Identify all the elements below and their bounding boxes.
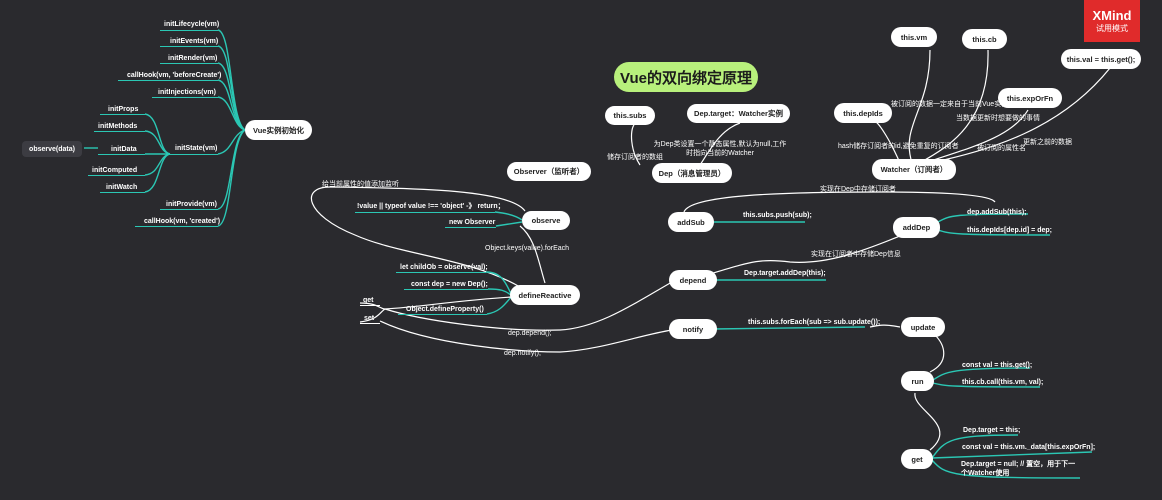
init-provide-underline [160,209,218,211]
watcher-branches [875,49,1111,479]
child-ob-underline [396,272,486,274]
this-cb-node[interactable]: this.cb [962,29,1007,49]
notify-node[interactable]: notify [669,319,717,339]
init-props-underline [100,114,145,116]
observe-check-label[interactable]: !value || typeof value !== 'object' -》 r… [357,203,505,210]
vue-init-node[interactable]: Vue实例初始化 [245,120,312,140]
foreach-label: Object.keys(value).forEach [485,245,570,252]
get-reset-label[interactable]: Dep.target = null; // 置空，用于下一个Watcher使用 [961,461,1076,477]
init-watch-label[interactable]: initWatch [106,184,138,191]
init-branches [84,29,246,227]
dep-depend-label: dep.depend(); [508,330,552,337]
init-injections-label[interactable]: initInjections(vm) [158,89,216,96]
init-computed-label[interactable]: initComputed [92,167,138,174]
init-injections-underline [152,97,218,99]
init-data-underline [98,154,145,156]
foreach-update-label[interactable]: this.subs.forEach(sub => sub.update()); [748,319,881,326]
add-dep-node[interactable]: addDep [893,217,940,238]
init-watch-underline [100,192,145,194]
init-lifecycle-underline [160,30,218,32]
observe-note-label: 给当前属性的值添加监听 [322,181,399,188]
define-reactive-node[interactable]: defineReactive [510,285,580,305]
define-property-label[interactable]: Object.defineProperty() [406,306,484,313]
depids-note-label: hash储存订阅者的id,避免重复的订阅者 [838,143,959,150]
subs-note-label: 储存订阅者的数组 [607,154,663,161]
get-target-label[interactable]: Dep.target = this; [963,427,1021,434]
init-state-underline [170,154,218,156]
xmind-brand-badge[interactable]: XMind 试用模式 [1084,0,1140,42]
new-observer-label[interactable]: new Observer [449,219,496,226]
init-computed-underline [88,175,145,177]
define-property-underline [398,314,487,316]
observe-check-underline [355,212,495,214]
init-methods-label[interactable]: initMethods [98,123,138,130]
setter-label[interactable]: set [364,315,375,322]
init-lifecycle-label[interactable]: initLifecycle(vm) [164,21,220,28]
run-val-label[interactable]: const val = this.get(); [962,362,1033,369]
val-note-label: 更新之前的数据 [1023,139,1072,146]
run-cb-label[interactable]: this.cb.call(this.vm, val); [962,379,1044,386]
push-sub-label[interactable]: this.subs.push(sub); [743,212,812,219]
init-provide-label[interactable]: initProvide(vm) [166,201,217,208]
new-observer-underline [445,227,496,229]
this-vm-node[interactable]: this.vm [891,27,937,47]
getter-underline [360,305,380,307]
dep-branches [630,122,996,330]
callhook-beforecreate-underline [118,80,218,82]
depend-node[interactable]: depend [669,270,717,290]
observe-node[interactable]: observe [522,211,570,230]
init-render-underline [160,63,218,65]
brand-name: XMind [1092,8,1132,23]
store-watcher-note-label: 实现在Dep中存储订阅者 [820,186,896,193]
child-ob-label[interactable]: let childOb = observe(val); [400,264,488,271]
dep-node[interactable]: Dep（消息管理员） [652,163,732,183]
target-add-dep-label[interactable]: Dep.target.addDep(this); [744,270,826,277]
init-state-label[interactable]: initState(vm) [175,145,218,152]
brand-trial-label: 试用模式 [1096,24,1128,33]
update-node[interactable]: update [901,317,945,337]
this-depids-node[interactable]: this.depIds [834,103,892,123]
callhook-beforecreate-label[interactable]: callHook(vm, 'beforeCreate') [127,72,222,79]
observer-node[interactable]: Observer（监听者） [507,162,591,181]
target-note-label: 为Dep类设置一个静态属性,默认为null,工作时指向当前的Watcher [653,141,787,157]
this-subs-node[interactable]: this.subs [605,106,655,125]
init-render-label[interactable]: initRender(vm) [168,55,218,62]
observer-branches [311,186,673,353]
setter-underline [360,323,380,325]
run-node[interactable]: run [901,371,934,391]
cb-note-label: 当数据更新时想要做的事情 [956,115,1040,122]
exporfn-note-label: 被订阅的属性名 [977,145,1026,152]
const-dep-label[interactable]: const dep = new Dep(); [411,281,488,288]
watcher-node[interactable]: Watcher（订阅者） [872,159,956,180]
this-val-node[interactable]: this.val = this.get(); [1061,49,1141,69]
diagram-title[interactable]: Vue的双向绑定原理 [614,62,758,92]
get-val-label[interactable]: const val = this.vm._data[this.expOrFn]; [962,444,1096,451]
dep-notify-label: dep.notify(); [504,350,541,357]
callhook-created-label[interactable]: callHook(vm, 'created') [144,218,221,225]
add-sub-node[interactable]: addSub [668,212,714,232]
const-dep-underline [404,289,488,291]
init-events-underline [160,46,218,48]
getter-label[interactable]: get [363,297,374,304]
this-exporfn-node[interactable]: this.expOrFn [998,88,1062,108]
vm-note-label: 被订阅的数据一定来自于当前Vue实例 [891,101,1009,108]
init-props-label[interactable]: initProps [108,106,139,113]
observe-data-node[interactable]: observe(data) [22,141,82,157]
init-methods-underline [94,131,145,133]
get-node[interactable]: get [901,449,933,469]
init-events-label[interactable]: initEvents(vm) [170,38,219,45]
init-data-label[interactable]: initData [111,146,137,153]
callhook-created-underline [135,226,218,228]
dep-ids-set-label[interactable]: this.depIds[dep.id] = dep; [967,227,1052,234]
store-dep-note-label: 实现在订阅者中存储Dep信息 [811,251,901,258]
dep-add-sub-label[interactable]: dep.addSub(this); [967,209,1027,216]
dep-target-node[interactable]: Dep.target：Watcher实例 [687,104,790,123]
